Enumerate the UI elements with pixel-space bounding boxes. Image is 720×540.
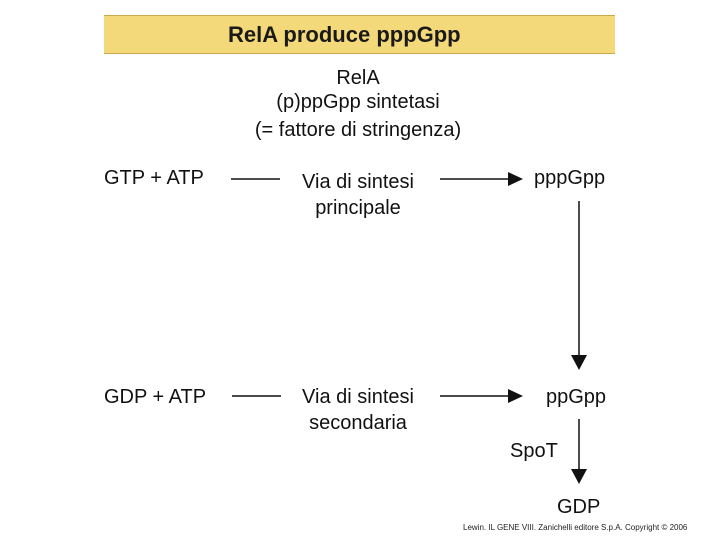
row1-pathway-line1: Via di sintesi [302, 171, 414, 193]
slide-title: RelA produce pppGpp [228, 22, 461, 47]
vertical-arrow-head [571, 355, 587, 370]
spot-arrow-head [571, 469, 587, 484]
row1-product: pppGpp [534, 167, 606, 189]
degradation-enzyme: SpoT [510, 440, 558, 462]
row1-substrates: GTP + ATP [104, 167, 204, 189]
row2-arrow-head [508, 389, 523, 403]
row2-pathway-line2: secondaria [309, 412, 407, 434]
row2-substrates: GDP + ATP [104, 386, 207, 408]
row1-pathway-line2: principale [315, 197, 401, 219]
title-banner: RelA produce pppGpp [104, 15, 615, 54]
enzyme-function: (p)ppGpp sintetasi [276, 91, 440, 113]
enzyme-alias: (= fattore di stringenza) [254, 119, 462, 141]
enzyme-name: RelA [336, 67, 380, 89]
row2-pathway-line1: Via di sintesi [302, 386, 414, 408]
row2-product: ppGpp [546, 386, 607, 408]
row1-arrow-head [508, 172, 523, 186]
degradation-product: GDP [557, 496, 601, 518]
copyright-footer: Lewin. IL GENE VIII. Zanichelli editore … [463, 523, 688, 532]
